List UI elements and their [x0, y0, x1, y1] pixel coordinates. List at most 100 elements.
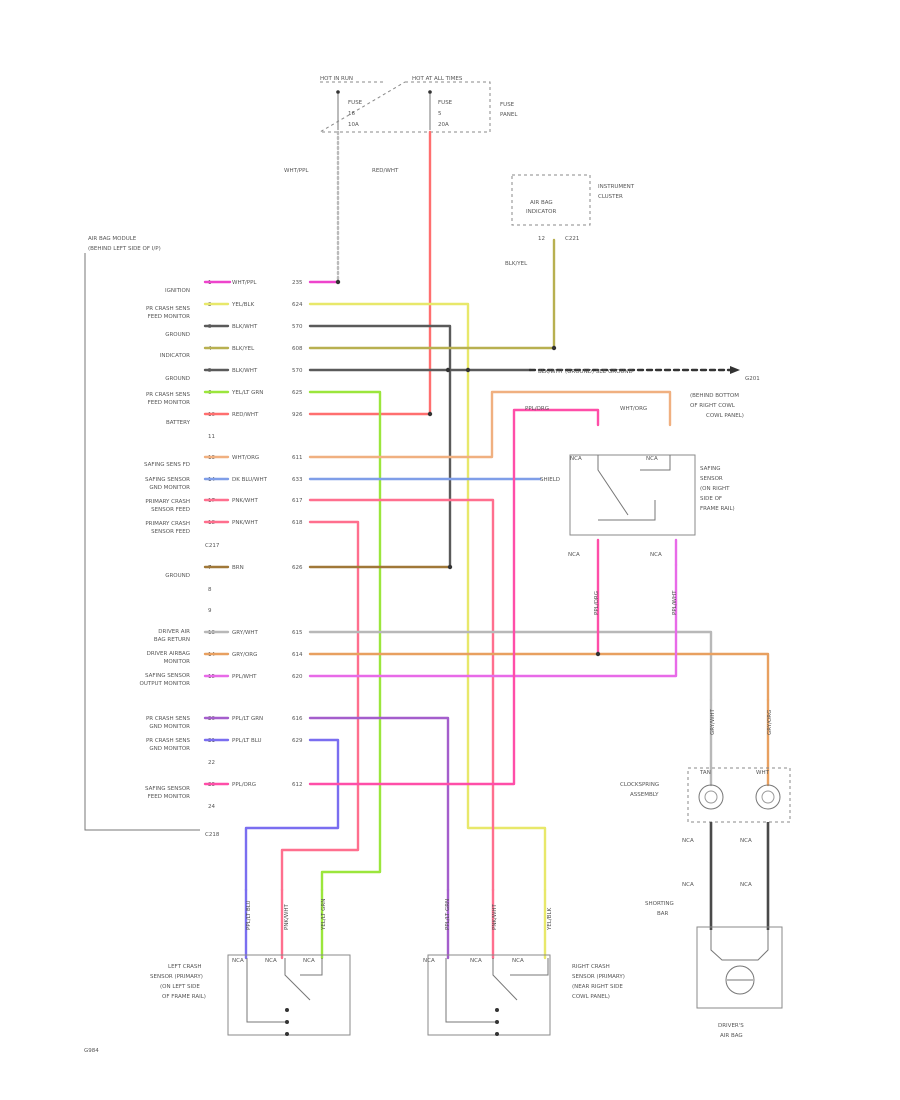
clock-pin-a: TAN: [699, 770, 711, 776]
pin-number: 9: [208, 608, 212, 614]
pin-circuit: 235: [292, 280, 303, 286]
wire-gnd1: [203, 324, 452, 569]
module-label-dabm-0: DRIVER AIRBAG: [147, 651, 190, 657]
module-label-ssgm-0: SAFING SENSOR: [145, 477, 190, 483]
feed-left-label: HOT IN RUN: [320, 76, 353, 82]
module-label-pcm2-1: FEED MONITOR: [148, 400, 191, 406]
module-label-pcgm-1: GND MONITOR: [149, 724, 190, 730]
module-title-1: AIR BAG MODULE: [88, 236, 137, 242]
right-sensor-title-2: SENSOR (PRIMARY): [572, 974, 625, 980]
left-wire-1: PPL/LT BLU: [246, 900, 252, 930]
pin-wire-color: YEL/BLK: [231, 302, 255, 308]
pin-number: 24: [208, 804, 215, 810]
fuse-a-3: 10A: [348, 122, 359, 128]
pin-wire-color: WHT/PPL: [232, 280, 257, 286]
right-sensor-title-1: RIGHT CRASH: [572, 964, 610, 970]
ground-arrow-icon: [730, 366, 740, 374]
module-conn-2: C218: [205, 832, 220, 838]
module-label-ssfm-1: FEED MONITOR: [148, 794, 191, 800]
right-crash-sensor: RIGHT CRASH SENSOR (PRIMARY) (NEAR RIGHT…: [423, 899, 625, 1036]
wire-ssfm: [203, 408, 600, 786]
safing-title-2: SENSOR: [700, 476, 723, 482]
pin-circuit: 616: [292, 716, 303, 722]
safing-location-1: (BEHIND BOTTOM: [690, 393, 739, 399]
wire-pr-feed2: [203, 390, 382, 892]
pin-circuit: 617: [292, 498, 303, 504]
reference-number: G984: [84, 1048, 99, 1054]
pin-wire-color: PPL/ORG: [232, 782, 256, 788]
module-label-pcgm-0: PR CRASH SENS: [146, 716, 191, 722]
pin-number: 22: [208, 760, 215, 766]
pin-circuit: 614: [292, 652, 303, 658]
wires: [203, 130, 770, 960]
safing-title-1: SAFING: [700, 466, 721, 472]
pin-circuit: 624: [292, 302, 303, 308]
module-label-ign-0: IGNITION: [165, 288, 190, 294]
clockspring-right-icon: [755, 784, 781, 810]
module-label-pcm2-0: PR CRASH SENS: [146, 392, 191, 398]
pin-wire-color: DK BLU/WHT: [232, 477, 268, 483]
module-label-dabr-1: BAG RETURN: [154, 637, 190, 643]
pin-circuit: 625: [292, 390, 303, 396]
module-label-ssfm-0: SAFING SENSOR: [145, 786, 190, 792]
safing-location-2: OF RIGHT COWL: [690, 403, 736, 409]
pin-circuit: 608: [292, 346, 303, 352]
wire-pcgm2: [203, 738, 340, 892]
module-label-gnd2-0: GROUND: [165, 376, 190, 382]
airbag-title-2: AIR BAG: [720, 1033, 743, 1039]
pin-circuit: 612: [292, 782, 303, 788]
splice-dot: [445, 367, 451, 373]
module-label-pcm-0: PR CRASH SENS: [146, 306, 191, 312]
module-label-ind-0: INDICATOR: [160, 353, 190, 359]
safing-location-3: COWL PANEL): [706, 413, 744, 419]
safing-shield: SHIELD: [540, 477, 560, 483]
module-label-pcsf-0: PRIMARY CRASH: [145, 499, 190, 505]
module-label-gnd3-0: GROUND: [165, 573, 190, 579]
pin-circuit: 618: [292, 520, 303, 526]
top-wire-left: WHT/PPL: [284, 168, 309, 174]
pin-number: 11: [208, 434, 215, 440]
left-wire-3: YEL/LT GRN: [321, 899, 327, 931]
fuse-b-1: FUSE: [438, 100, 453, 106]
module-labels: IGNITION PR CRASH SENS FEED MONITOR GROUND I…: [140, 288, 191, 800]
module-label-ssfd-0: SAFING SENS FD: [144, 462, 190, 468]
airbag-title-1: DRIVER'S: [718, 1023, 744, 1029]
right-wire-1: PPL/LT GRN: [445, 899, 451, 930]
module-conn-1: C217: [205, 543, 220, 549]
driver-airbag: SHORTING BAR DRIVER'S AIR BAG: [645, 901, 783, 1039]
module-label-pcsf-1: SENSOR FEED: [151, 507, 190, 513]
g201-label: G201: [745, 376, 760, 382]
short-bar-2: BAR: [657, 911, 669, 917]
pin-wire-color: BLK/WHT: [232, 368, 258, 374]
pin-wire-color: RED/WHT: [232, 412, 259, 418]
pin-wire-color: GRY/WHT: [232, 630, 259, 636]
airbag-module: AIR BAG MODULE (BEHIND LEFT SIDE OF I/P): [84, 236, 200, 831]
left-sensor-title-1: LEFT CRASH: [168, 964, 202, 970]
wire-dabr: [203, 630, 713, 702]
safing-sensor: (BEHIND BOTTOM OF RIGHT COWL COWL PANEL)…: [525, 393, 744, 615]
splice-dot: [427, 411, 433, 417]
pin-wire-color: BLK/YEL: [232, 346, 255, 352]
clock-wire-b: GRY/ORG: [767, 710, 773, 735]
safing-vert-left: PPL/ORG: [594, 591, 600, 615]
module-label-bat-0: BATTERY: [166, 420, 191, 426]
pin-wire-color: PPL/LT BLU: [232, 738, 262, 744]
pin-circuit: 620: [292, 674, 303, 680]
safing-pin-c: NCA: [568, 552, 580, 558]
splice-dot: [447, 564, 453, 570]
safing-title-4: SIDE OF: [700, 496, 722, 502]
clockspring-left-icon: [698, 784, 724, 810]
module-label-dabr-0: DRIVER AIR: [158, 629, 190, 635]
cluster-wire: BLK/YEL: [505, 261, 528, 267]
splice-dot: [335, 279, 341, 285]
wire-pcsf2: [203, 520, 360, 892]
right-pin-2: NCA: [470, 958, 482, 964]
module-label-gnd1-0: GROUND: [165, 332, 190, 338]
wire-ind: [203, 238, 556, 350]
pin-circuit: 615: [292, 630, 303, 636]
safing-title-5: FRAME RAIL): [700, 506, 735, 512]
cluster-title-2: CLUSTER: [598, 194, 623, 200]
right-sensor-title-3: (NEAR RIGHT SIDE: [572, 984, 623, 990]
